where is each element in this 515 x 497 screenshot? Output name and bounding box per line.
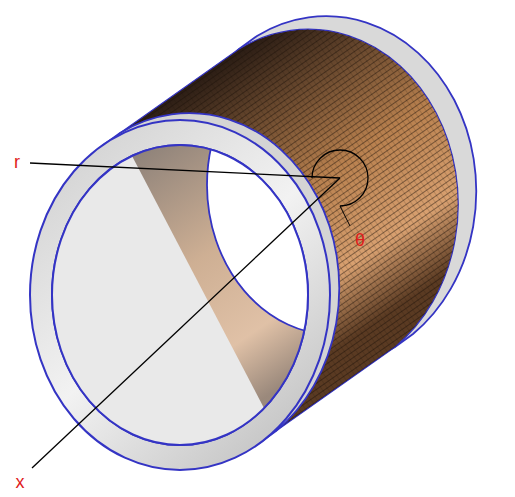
axis-label: r [14,153,20,171]
axis-label: θ [355,231,365,249]
axis-label: x [16,473,25,491]
